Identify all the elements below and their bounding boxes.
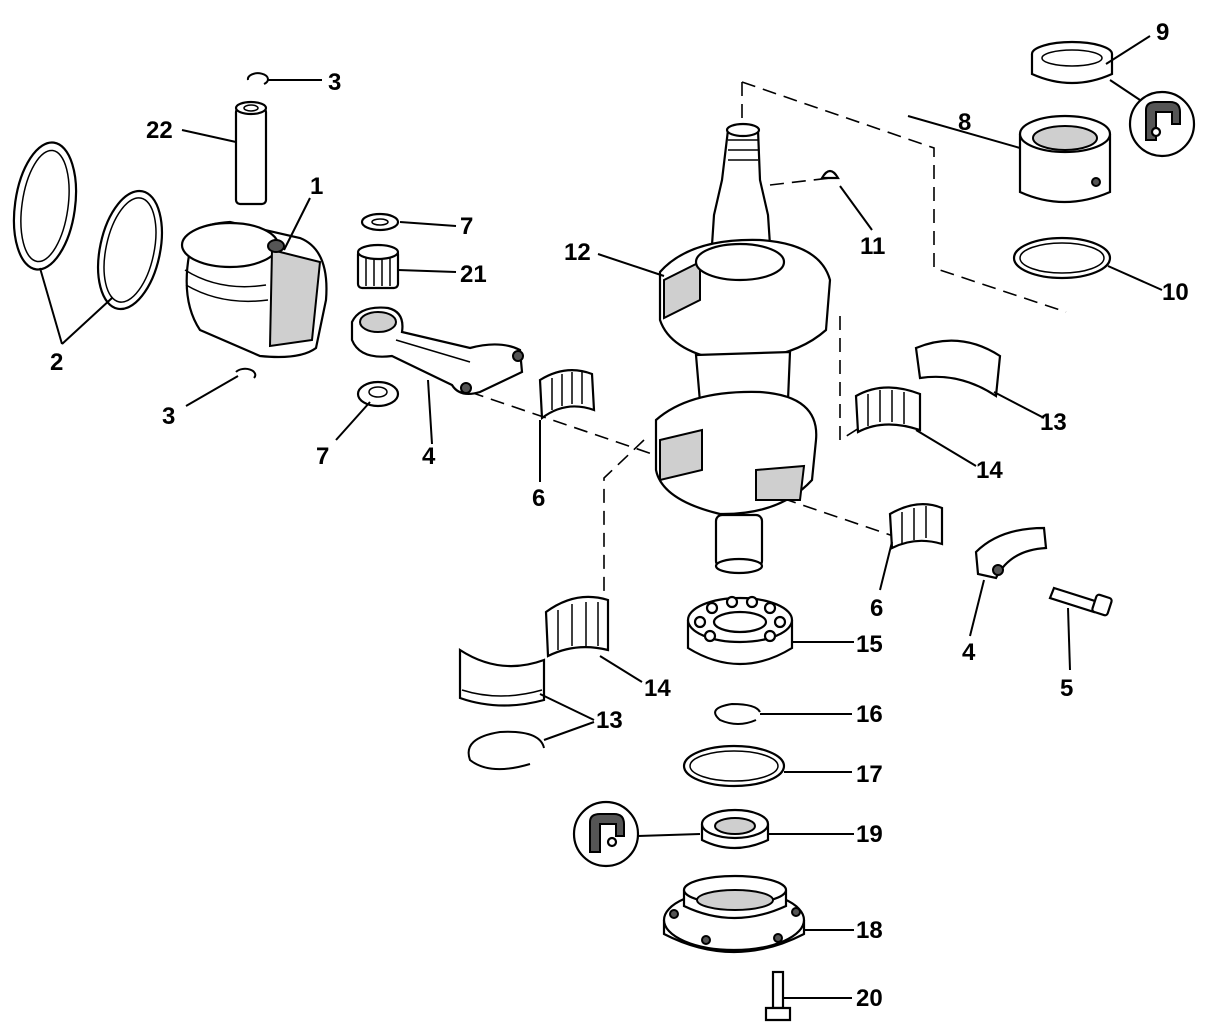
callout-22: 22 [146, 117, 173, 144]
lower-bearing-housing [662, 874, 806, 953]
callout-15: 15 [856, 631, 883, 658]
callout-12: 12 [564, 239, 591, 266]
wrist-pin [234, 100, 268, 206]
callout-13-right: 13 [1040, 409, 1067, 436]
callout-14-right: 14 [976, 457, 1003, 484]
callout-14-left: 14 [644, 675, 671, 702]
callout-18: 18 [856, 917, 883, 944]
upper-needle-bearing [1018, 114, 1112, 204]
thrust-washer-top [360, 212, 400, 232]
callout-10: 10 [1162, 279, 1189, 306]
sealant-applicator-icon [1128, 90, 1196, 158]
callout-3-bottom: 3 [162, 403, 175, 430]
callout-3-top: 3 [328, 69, 341, 96]
callout-19: 19 [856, 821, 883, 848]
callout-8: 8 [958, 109, 971, 136]
bearing-cage-lower-right [888, 503, 944, 550]
callout-4-left: 4 [422, 443, 436, 470]
crankshaft [654, 122, 832, 575]
retaining-clip-bottom [235, 367, 257, 379]
upper-sleeve-ring [1030, 40, 1114, 85]
callout-7-top: 7 [460, 213, 473, 240]
connecting-rod-cap [974, 526, 1048, 580]
housing-bolt [764, 970, 792, 1022]
bearing-cage-right [854, 386, 922, 434]
lower-o-ring [682, 744, 786, 788]
connecting-rod-bolt [1048, 586, 1113, 617]
callout-1: 1 [310, 173, 323, 200]
oil-seal [700, 808, 770, 850]
callout-20: 20 [856, 985, 883, 1012]
callout-11: 11 [860, 233, 885, 260]
sealant-applicator-icon [572, 800, 640, 868]
needle-bearing-small-end [356, 243, 400, 290]
leader-lines [39, 35, 1163, 999]
callout-6-left: 6 [532, 485, 545, 512]
callout-labels: 3 22 1 2 3 7 21 7 4 6 12 11 8 9 10 13 14… [50, 19, 1189, 1012]
ball-bearing [686, 595, 794, 665]
thrust-washer-bottom [356, 380, 400, 408]
connecting-rod [350, 306, 524, 395]
piston [180, 220, 328, 359]
piston-rings [12, 141, 163, 311]
bearing-race-half-right [914, 339, 1002, 398]
bearing-cage-lower-left [544, 595, 610, 658]
callout-7-bottom: 7 [316, 443, 329, 470]
snap-ring [714, 702, 761, 725]
callout-4-right: 4 [962, 639, 976, 666]
retaining-clip-top [246, 72, 269, 85]
woodruff-key [820, 169, 840, 180]
callout-2: 2 [50, 349, 63, 376]
retaining-ring-left [467, 730, 545, 771]
callout-13-left: 13 [596, 707, 623, 734]
callout-17: 17 [856, 761, 883, 788]
callout-5: 5 [1060, 675, 1073, 702]
callout-9: 9 [1156, 19, 1169, 46]
upper-o-ring [1012, 236, 1112, 280]
bearing-race-half-left [458, 647, 546, 707]
bearing-cage-left [538, 369, 596, 421]
callout-16: 16 [856, 701, 883, 728]
callout-6-right: 6 [870, 595, 883, 622]
callout-21: 21 [460, 261, 487, 288]
